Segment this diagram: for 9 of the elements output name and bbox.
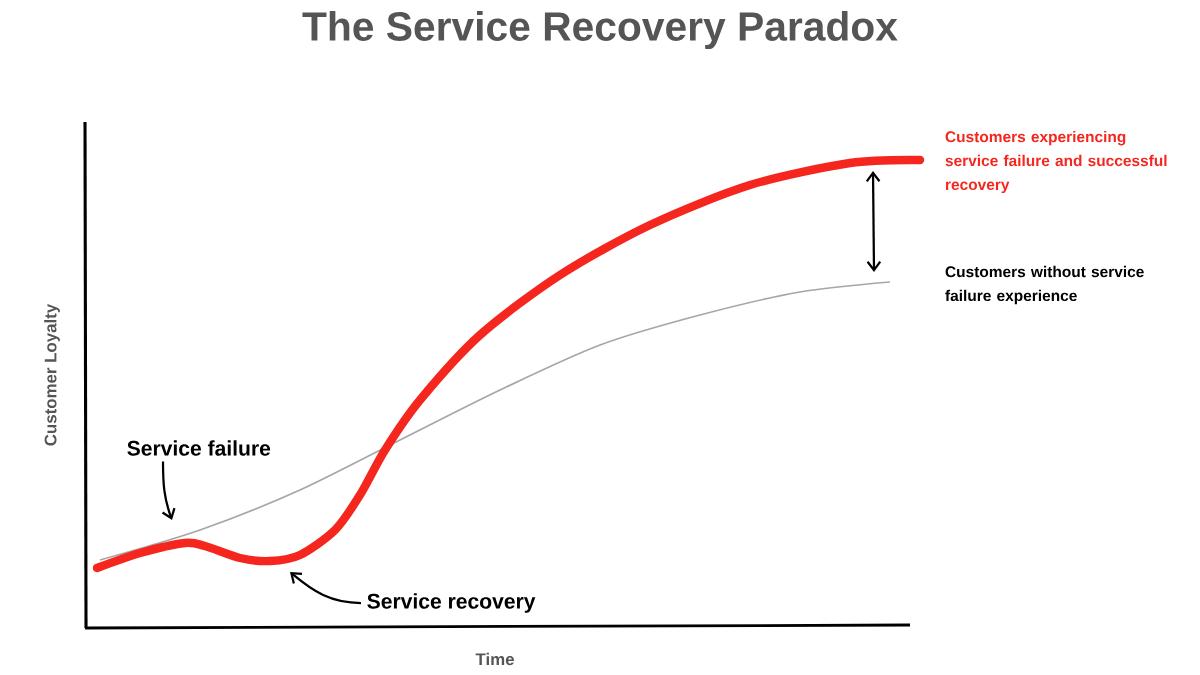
axis-label: Time bbox=[475, 652, 514, 666]
callout-text: Service failure bbox=[127, 440, 271, 456]
arrow bbox=[161, 461, 176, 520]
title: The Service Recovery Paradox bbox=[302, 11, 898, 49]
curve-label: Customers without service failure experience bbox=[945, 265, 1144, 305]
callout-text: Service recovery bbox=[367, 593, 536, 613]
axis-label: Customer Loyalty bbox=[44, 303, 60, 446]
curve-label: Customers experiencing service failure and successful recovery bbox=[945, 130, 1167, 194]
arrow bbox=[290, 572, 362, 605]
